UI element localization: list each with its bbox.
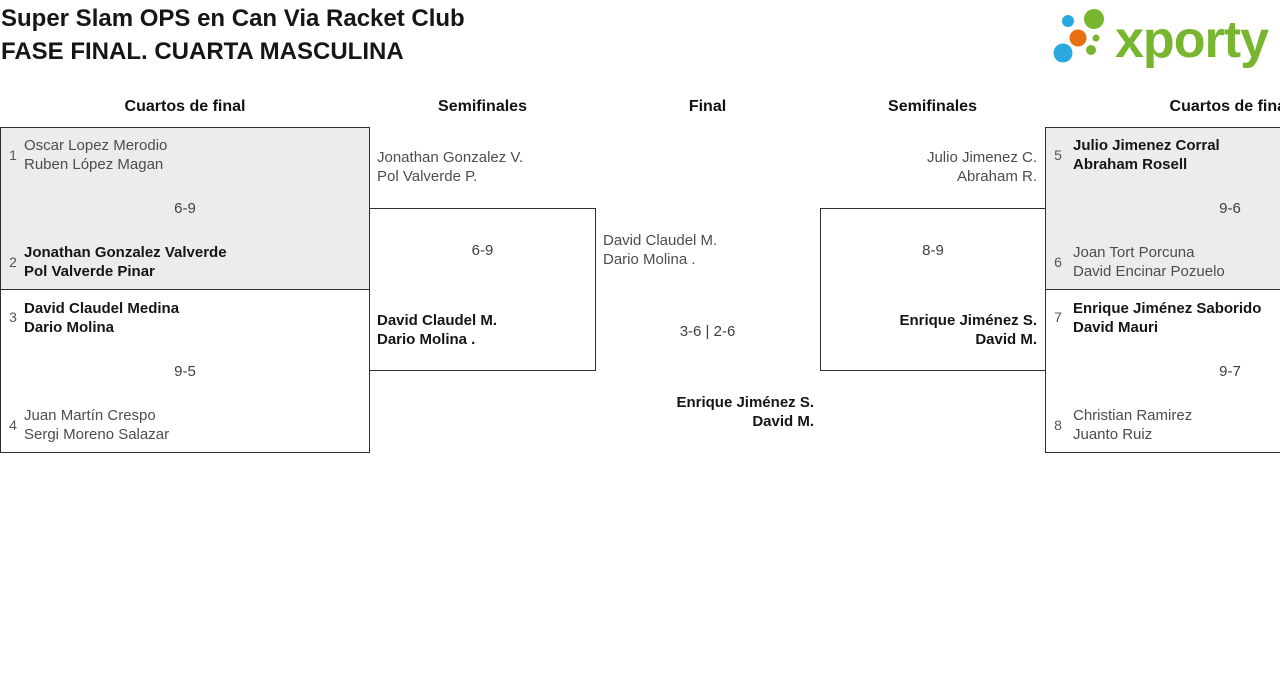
match-box-qf4 <box>1045 289 1280 453</box>
player-name: Oscar Lopez Merodio <box>24 137 168 154</box>
match-score-final: 3-6 | 2-6 <box>679 323 736 340</box>
column-header-quarterfinals-left: Cuartos de final <box>124 98 246 115</box>
player-name: Enrique Jiménez S. <box>899 312 1037 329</box>
team-qf3-top-winner: Julio Jimenez Corral Abraham Rosell <box>1073 136 1220 174</box>
player-name: Jonathan Gonzalez Valverde <box>24 244 227 261</box>
team-qf4-top-winner: Enrique Jiménez Saborido David Mauri <box>1073 299 1261 337</box>
team-sf2-bottom-winner: Enrique Jiménez S. David M. <box>820 311 1037 349</box>
player-name: Christian Ramirez <box>1073 407 1193 424</box>
player-name: Juan Martín Crespo <box>24 407 156 424</box>
team-qf2-bottom: Juan Martín Crespo Sergi Moreno Salazar <box>24 406 169 444</box>
match-score-sf2: 8-9 <box>922 242 944 259</box>
team-qf1-bottom-winner: Jonathan Gonzalez Valverde Pol Valverde … <box>24 243 227 281</box>
player-name: Joan Tort Porcuna <box>1073 244 1195 261</box>
player-name: Abraham Rosell <box>1073 156 1188 173</box>
match-score-qf4: 9-7 <box>1219 363 1241 380</box>
player-name: Julio Jimenez Corral <box>1073 137 1220 154</box>
logo-dot-blue-large <box>1053 43 1073 63</box>
seed-number: 5 <box>1054 147 1062 163</box>
match-box-qf2 <box>0 289 370 453</box>
player-name: Enrique Jiménez S. <box>676 394 814 411</box>
column-header-semifinals-right: Semifinales <box>888 98 977 115</box>
player-name: David Encinar Pozuelo <box>1073 263 1225 280</box>
player-name: David Claudel M. <box>377 312 498 329</box>
logo-dot-orange <box>1069 29 1087 47</box>
match-box-sf2 <box>820 208 1046 371</box>
seed-number: 8 <box>1054 417 1062 433</box>
seed-number: 1 <box>9 147 17 163</box>
player-name: Ruben López Magan <box>24 156 164 173</box>
seed-number: 3 <box>9 309 17 325</box>
match-score-sf1: 6-9 <box>471 242 494 259</box>
player-name: David M. <box>975 331 1037 348</box>
player-name: Pol Valverde Pinar <box>24 263 155 280</box>
player-name: David Mauri <box>1073 319 1159 336</box>
player-name: Julio Jimenez C. <box>926 149 1037 166</box>
seed-number: 7 <box>1054 309 1062 325</box>
logo-dot-green-small <box>1086 45 1096 55</box>
page-subtitle: FASE FINAL. CUARTA MASCULINA <box>1 38 404 65</box>
seed-number: 4 <box>9 417 17 433</box>
column-header-quarterfinals-right: Cuartos de final <box>1169 98 1280 115</box>
match-box-sf1 <box>369 208 596 371</box>
player-name: Abraham R. <box>956 168 1037 185</box>
player-name: Sergi Moreno Salazar <box>24 426 170 443</box>
seed-number: 6 <box>1054 254 1062 270</box>
seed-number: 2 <box>9 254 17 270</box>
match-score-qf1: 6-9 <box>174 200 196 217</box>
page-title: Super Slam OPS en Can Via Racket Club <box>1 5 465 32</box>
column-header-semifinals-left: Semifinales <box>438 98 527 115</box>
match-score-qf2: 9-5 <box>174 363 196 380</box>
player-name: David Claudel Medina <box>24 300 180 317</box>
player-name: David M. <box>752 413 814 430</box>
team-sf2-top: Julio Jimenez C. Abraham R. <box>820 148 1037 186</box>
player-name: Juanto Ruiz <box>1073 426 1153 443</box>
match-box-qf3 <box>1045 127 1280 290</box>
player-name: Enrique Jiménez Saborido <box>1073 300 1262 317</box>
logo-dot-green-large <box>1084 9 1104 29</box>
player-name: Pol Valverde P. <box>377 168 478 185</box>
team-final-top: David Claudel M. Dario Molina . <box>603 231 717 269</box>
team-final-bottom-champion: Enrique Jiménez S. David M. <box>595 393 814 431</box>
match-score-qf3: 9-6 <box>1219 200 1241 217</box>
player-name: Jonathan Gonzalez V. <box>377 149 524 166</box>
team-qf1-top: Oscar Lopez Merodio Ruben López Magan <box>24 136 167 174</box>
player-name: David Claudel M. <box>603 232 718 249</box>
logo-wordmark: xporty <box>1115 11 1269 69</box>
player-name: Dario Molina . <box>377 331 476 348</box>
team-qf4-bottom: Christian Ramirez Juanto Ruiz <box>1073 406 1192 444</box>
team-sf1-bottom-winner: David Claudel M. Dario Molina . <box>377 311 497 349</box>
xporty-logo[interactable]: xporty <box>1045 5 1280 70</box>
team-sf1-top: Jonathan Gonzalez V. Pol Valverde P. <box>377 148 523 186</box>
player-name: Dario Molina . <box>603 251 696 268</box>
logo-dot-blue-small <box>1062 15 1074 27</box>
team-qf2-top-winner: David Claudel Medina Dario Molina <box>24 299 179 337</box>
player-name: Dario Molina <box>24 319 115 336</box>
team-qf3-bottom: Joan Tort Porcuna David Encinar Pozuelo <box>1073 243 1225 281</box>
logo-dot-green-tiny <box>1092 34 1100 42</box>
match-box-qf1 <box>0 127 370 290</box>
column-header-final: Final <box>688 98 727 115</box>
